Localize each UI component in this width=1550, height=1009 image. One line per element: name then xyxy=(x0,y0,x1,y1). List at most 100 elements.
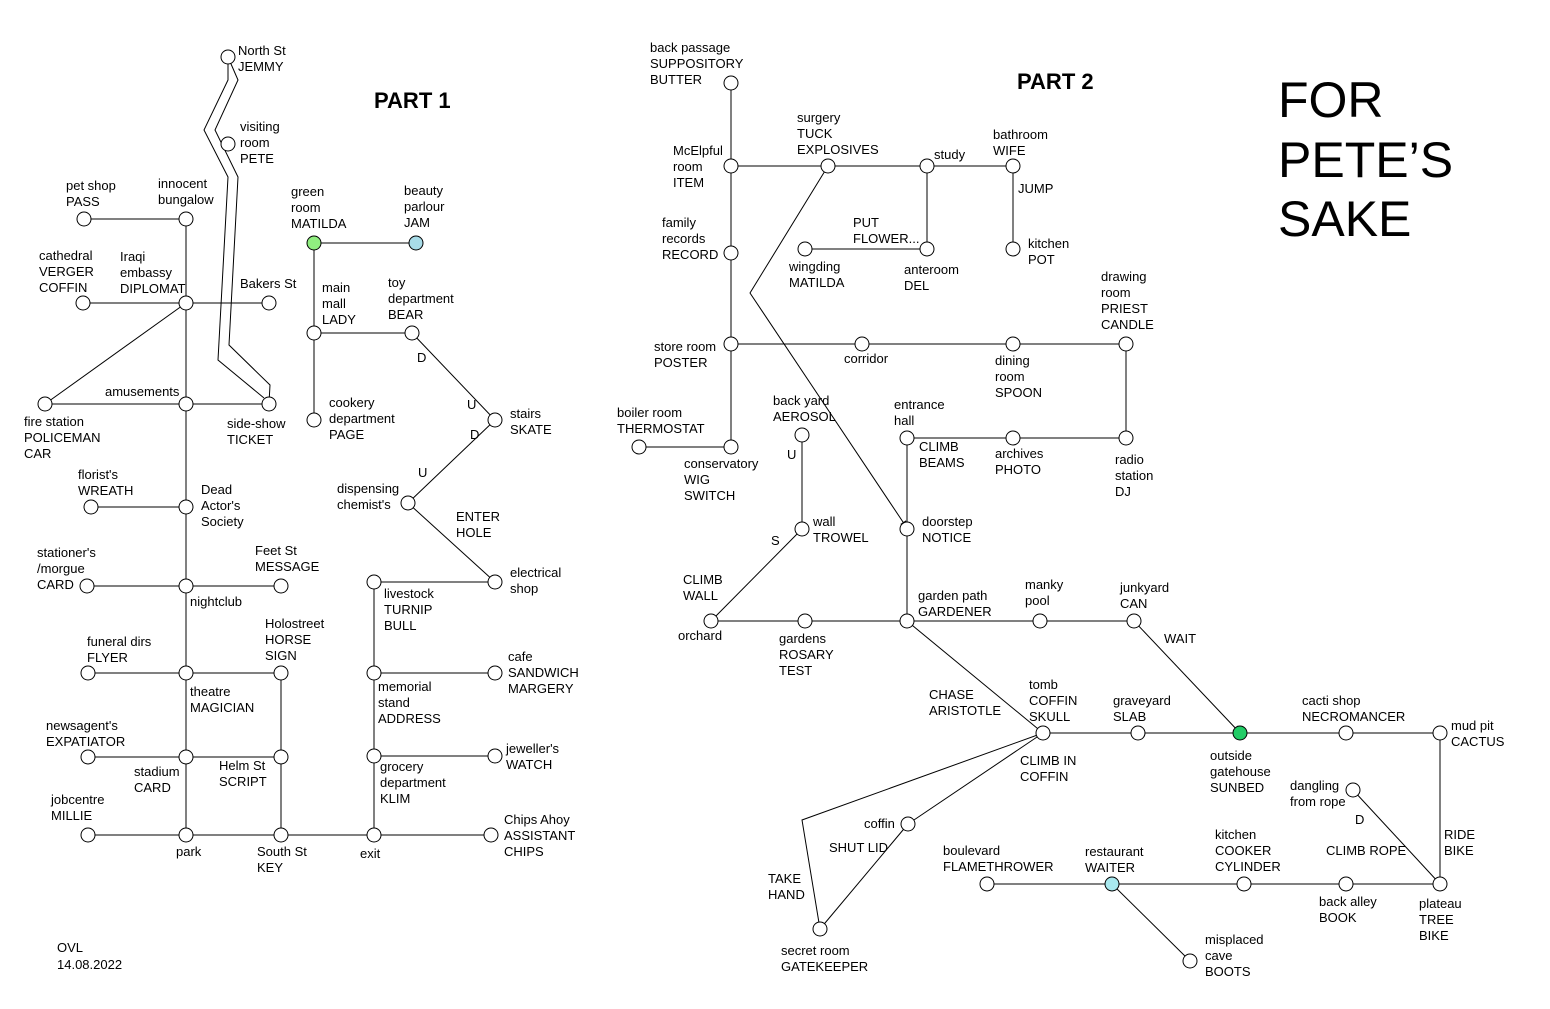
label-line: North St xyxy=(238,43,286,58)
node-bathroom[interactable] xyxy=(1005,158,1021,174)
label-line: South St xyxy=(257,844,307,859)
label-line: SUPPOSITORY xyxy=(650,56,744,71)
node-wingding[interactable] xyxy=(797,241,813,257)
label-line: shop xyxy=(510,581,538,596)
node-holostreet[interactable] xyxy=(273,665,289,681)
label-line: room xyxy=(995,369,1025,384)
label-line: garden path xyxy=(918,588,987,603)
node-dead-actors[interactable] xyxy=(178,499,194,515)
node-stairs[interactable] xyxy=(487,412,503,428)
node-stationers[interactable] xyxy=(79,578,95,594)
node-surgery[interactable] xyxy=(820,158,836,174)
node-iraqi-embassy[interactable] xyxy=(178,295,194,311)
node-cookery-department[interactable] xyxy=(306,412,322,428)
label-line: doorstep xyxy=(922,514,973,529)
node-helm-st[interactable] xyxy=(273,749,289,765)
node-theatre[interactable] xyxy=(178,665,194,681)
node-livestock[interactable] xyxy=(366,574,382,590)
node-dangling[interactable] xyxy=(1345,782,1361,798)
node-family-records[interactable] xyxy=(723,245,739,261)
node-side-show[interactable] xyxy=(261,396,277,412)
node-boulevard[interactable] xyxy=(979,876,995,892)
node-graveyard[interactable] xyxy=(1130,725,1146,741)
label-line: secret room xyxy=(781,943,850,958)
node-electrical-shop[interactable] xyxy=(487,574,503,590)
node-jobcentre[interactable] xyxy=(80,827,96,843)
part2-heading: PART 2 xyxy=(1017,69,1094,94)
node-cacti-shop[interactable] xyxy=(1338,725,1354,741)
node-bakers-st[interactable] xyxy=(261,295,277,311)
node-garden-path[interactable] xyxy=(899,613,915,629)
node-radio-station[interactable] xyxy=(1118,430,1134,446)
node-funeral-dirs[interactable] xyxy=(80,665,96,681)
node-kitchen-pot[interactable] xyxy=(1005,241,1021,257)
node-study[interactable] xyxy=(919,158,935,174)
annotation-down-rope: D xyxy=(1355,812,1364,827)
node-plateau[interactable] xyxy=(1432,876,1448,892)
node-corridor[interactable] xyxy=(854,336,870,352)
node-secret-room[interactable] xyxy=(812,921,828,937)
node-north-st[interactable] xyxy=(220,49,236,65)
node-toy-department[interactable] xyxy=(404,325,420,341)
node-south-st[interactable] xyxy=(273,827,289,843)
node-main-mall[interactable] xyxy=(306,325,322,341)
label-line: COFFIN xyxy=(1020,769,1068,784)
node-nightclub[interactable] xyxy=(178,578,194,594)
node-orchard[interactable] xyxy=(703,613,719,629)
node-memorial-stand[interactable] xyxy=(366,665,382,681)
node-green-room[interactable] xyxy=(306,235,322,251)
annotation-down-2: D xyxy=(470,427,479,442)
node-back-yard[interactable] xyxy=(794,427,810,443)
node-manky-pool[interactable] xyxy=(1032,613,1048,629)
node-newsagents[interactable] xyxy=(80,749,96,765)
node-exit[interactable] xyxy=(366,827,382,843)
node-store-room[interactable] xyxy=(723,336,739,352)
node-gardens[interactable] xyxy=(797,613,813,629)
node-park[interactable] xyxy=(178,827,194,843)
node-pet-shop[interactable] xyxy=(76,211,92,227)
node-back-passage[interactable] xyxy=(723,75,739,91)
node-mcelpful-room[interactable] xyxy=(723,158,739,174)
label-line: EXPLOSIVES xyxy=(797,142,879,157)
node-dispensing-chemist[interactable] xyxy=(400,495,416,511)
node-jewellers[interactable] xyxy=(487,748,503,764)
node-wall[interactable] xyxy=(794,521,810,537)
label-line: kitchen xyxy=(1028,236,1069,251)
node-entrance-hall[interactable] xyxy=(899,430,915,446)
node-mud-pit[interactable] xyxy=(1432,725,1448,741)
node-visiting-room[interactable] xyxy=(220,136,236,152)
node-amusements[interactable] xyxy=(178,396,194,412)
label-line: BEAR xyxy=(388,307,423,322)
node-archives[interactable] xyxy=(1005,430,1021,446)
node-grocery-department[interactable] xyxy=(366,748,382,764)
node-drawing-room[interactable] xyxy=(1118,336,1134,352)
node-kitchen-cooker[interactable] xyxy=(1236,876,1252,892)
node-fire-station[interactable] xyxy=(37,396,53,412)
node-cafe[interactable] xyxy=(487,665,503,681)
label-line: /morgue xyxy=(37,561,85,576)
node-innocent-bungalow[interactable] xyxy=(178,211,194,227)
node-misplaced-cave[interactable] xyxy=(1182,953,1198,969)
node-cathedral[interactable] xyxy=(75,295,91,311)
node-beauty-parlour[interactable] xyxy=(408,235,424,251)
node-florists[interactable] xyxy=(83,499,99,515)
label-line: room xyxy=(291,200,321,215)
node-outside-gatehouse[interactable] xyxy=(1232,725,1248,741)
node-boiler-room[interactable] xyxy=(631,439,647,455)
node-doorstep[interactable] xyxy=(899,521,915,537)
node-dining-room[interactable] xyxy=(1005,336,1021,352)
node-conservatory[interactable] xyxy=(723,439,739,455)
node-restaurant[interactable] xyxy=(1104,876,1120,892)
label-line: CLIMB IN xyxy=(1020,753,1076,768)
node-feet-st[interactable] xyxy=(273,578,289,594)
node-chips-ahoy[interactable] xyxy=(483,827,499,843)
node-anteroom[interactable] xyxy=(919,241,935,257)
node-coffin[interactable] xyxy=(900,816,916,832)
node-back-alley[interactable] xyxy=(1338,876,1354,892)
node-junkyard[interactable] xyxy=(1126,613,1142,629)
node-stadium[interactable] xyxy=(178,749,194,765)
node-tomb[interactable] xyxy=(1035,725,1051,741)
